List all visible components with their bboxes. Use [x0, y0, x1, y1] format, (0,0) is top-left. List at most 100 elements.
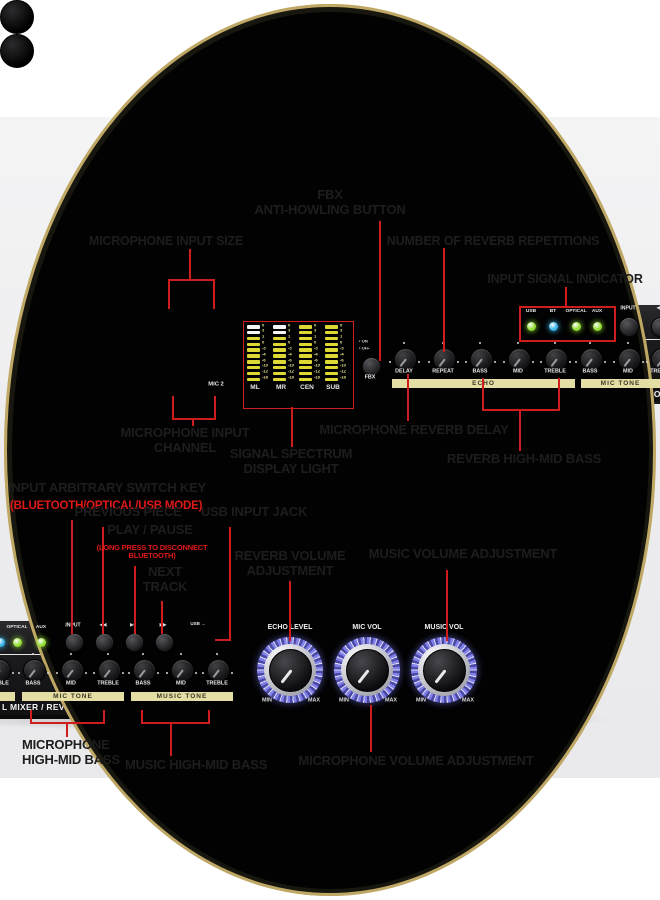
treble-knob[interactable]: [544, 347, 568, 371]
callout-line: [229, 527, 231, 640]
spectrum-led-segment: [273, 342, 286, 347]
music-vol-knob[interactable]: [411, 637, 477, 703]
spectrum-led-segment: [273, 354, 286, 358]
mic-jack-label: MIC 2: [208, 381, 224, 388]
spectrum-led-segment: [247, 371, 260, 376]
max-label: MAX: [307, 698, 321, 704]
input-select-button[interactable]: [64, 633, 84, 652]
bass-knob[interactable]: [132, 658, 156, 682]
knob-label: TREBLE: [0, 681, 9, 687]
spectrum-scale-value: -10: [287, 364, 294, 369]
spectrum-scale-value: 0: [287, 323, 290, 328]
callout-line: [379, 221, 381, 361]
knob-label: MID: [513, 369, 523, 375]
knob-label: TREBLE: [650, 369, 660, 375]
spectrum-scale-value: -4: [339, 352, 344, 357]
marker-dot: [612, 361, 615, 363]
callout-line: [66, 722, 68, 737]
next-track-button[interactable]: [154, 633, 174, 652]
spectrum-led-segment: [299, 342, 312, 347]
marker-dot: [403, 341, 405, 344]
callout-line: [407, 374, 409, 421]
marker-dot: [427, 361, 430, 363]
callout-line: [161, 601, 163, 634]
echo-level-knob[interactable]: [257, 637, 323, 703]
play-pause-button[interactable]: [124, 633, 144, 652]
bass-knob[interactable]: [579, 347, 603, 371]
previous-piece-label: PREVIOUS PIECE: [74, 504, 182, 519]
spectrum-led-segment: [299, 330, 312, 335]
spectrum-led-segment: [325, 330, 338, 335]
mid-knob[interactable]: [170, 658, 194, 682]
callout-line: [141, 710, 143, 723]
max-label: MAX: [384, 698, 398, 704]
spectrum-led-segment: [247, 336, 260, 341]
marker-dot: [603, 361, 606, 363]
spectrum-scale-value: -12: [261, 370, 268, 375]
spectrum-led-segment: [325, 371, 338, 376]
callout-line: [565, 287, 567, 306]
callout-line: [141, 722, 210, 724]
marker-dot: [121, 672, 124, 674]
marker-dot: [11, 672, 14, 674]
marker-dot: [627, 341, 629, 344]
spectrum-scale-value: 3: [339, 329, 342, 334]
mic-input-jack[interactable]: [0, 4, 656, 896]
spectrum-scale-value: -4: [261, 352, 266, 357]
input-select-button[interactable]: [619, 317, 639, 337]
mid-knob[interactable]: [60, 658, 84, 682]
bass-knob[interactable]: [469, 347, 493, 371]
microphone-input-channel-label: MICROPHONE INPUT CHANNEL: [120, 425, 250, 455]
spectrum-led-segment: [273, 365, 286, 370]
spectrum-scale-value: 0: [287, 341, 290, 346]
previous-track-button[interactable]: [94, 633, 114, 652]
spectrum-led-segment: [247, 360, 260, 364]
fbx-switch-icon-off: ▪ OFF: [359, 347, 370, 352]
tone-group-strip: MUSIC TONE: [131, 692, 233, 701]
knob-label: TREBLE: [97, 681, 119, 687]
input-signal-indicator-label: INPUT SIGNAL INDICATOR: [487, 272, 643, 286]
spectrum-led-segment: [299, 354, 312, 358]
callout-line: [482, 378, 484, 411]
marker-dot: [568, 361, 571, 363]
marker-dot: [17, 672, 20, 674]
marker-dot: [388, 361, 391, 363]
knob-label: TREBLE: [206, 681, 228, 687]
callout-line: [213, 279, 215, 309]
optical-indicator-led: [12, 637, 22, 647]
spectrum-led-segment: [299, 348, 312, 352]
callout-line: [168, 279, 215, 281]
marker-dot: [216, 652, 218, 655]
fbx-button[interactable]: [361, 356, 381, 376]
marker-dot: [201, 672, 204, 674]
min-label: MIN: [416, 698, 426, 704]
mic-vol-knob[interactable]: [334, 637, 400, 703]
marker-dot: [156, 672, 159, 674]
marker-dot: [165, 672, 168, 674]
spectrum-scale-value: -18: [313, 376, 320, 381]
bass-knob[interactable]: [22, 658, 46, 682]
callout-line: [134, 566, 136, 634]
mid-knob[interactable]: [507, 347, 531, 371]
play-pause-icon: ▶▮: [130, 623, 136, 628]
fbx-label: FBX: [364, 375, 376, 381]
input-signal-indicator-box: [519, 306, 616, 342]
callout-line: [443, 248, 445, 352]
spectrum-led-segment: [273, 360, 286, 364]
knob-label: BASS: [135, 681, 151, 687]
spectrum-scale-value: -18: [261, 376, 268, 381]
spectrum-led-segment: [325, 336, 338, 341]
treble-knob[interactable]: [206, 658, 230, 682]
spectrum-led-segment: [325, 348, 338, 352]
microphone-volume-adjustment-label: MICROPHONE VOLUME ADJUSTMENT: [298, 753, 534, 768]
spectrum-scale-value: -10: [339, 364, 346, 369]
callout-line: [30, 710, 32, 723]
treble-knob[interactable]: [97, 658, 121, 682]
usb-logo: USB →: [190, 622, 206, 627]
fbx-anti-howling-label: FBX ANTI-HOWLING BUTTON: [254, 187, 406, 217]
callout-line: [189, 249, 191, 281]
mid-knob[interactable]: [617, 347, 641, 371]
delay-knob[interactable]: [393, 347, 417, 371]
